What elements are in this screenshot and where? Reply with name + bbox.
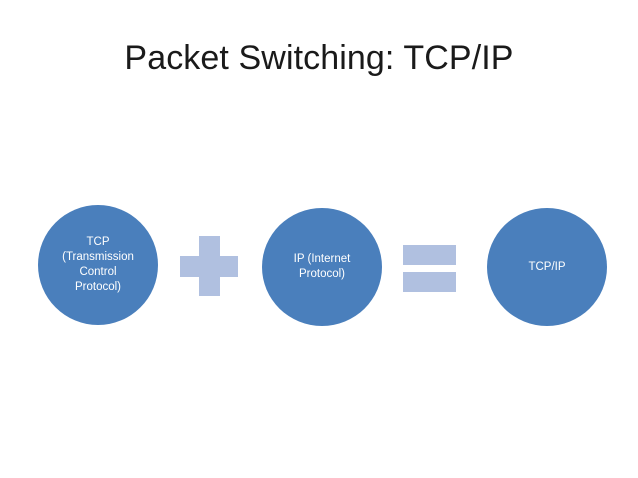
equals-bottom-bar bbox=[403, 272, 456, 292]
plus-vertical-bar bbox=[199, 236, 220, 296]
diagram-node-tcp-label: TCP (Transmission Control Protocol) bbox=[62, 236, 134, 293]
plus-sign-icon bbox=[180, 236, 238, 296]
equals-sign-icon bbox=[403, 245, 456, 292]
diagram-node-tcpip-label: TCP/IP bbox=[528, 260, 566, 273]
page-title: Packet Switching: TCP/IP bbox=[124, 39, 514, 77]
diagram-node-tcp[interactable]: TCP (Transmission Control Protocol) bbox=[38, 205, 158, 325]
diagram-node-ip-label: IP (Internet Protocol) bbox=[293, 253, 351, 280]
diagram-node-tcpip[interactable]: TCP/IP bbox=[487, 208, 607, 326]
equals-top-bar bbox=[403, 245, 456, 265]
diagram-node-ip[interactable]: IP (Internet Protocol) bbox=[262, 208, 382, 326]
